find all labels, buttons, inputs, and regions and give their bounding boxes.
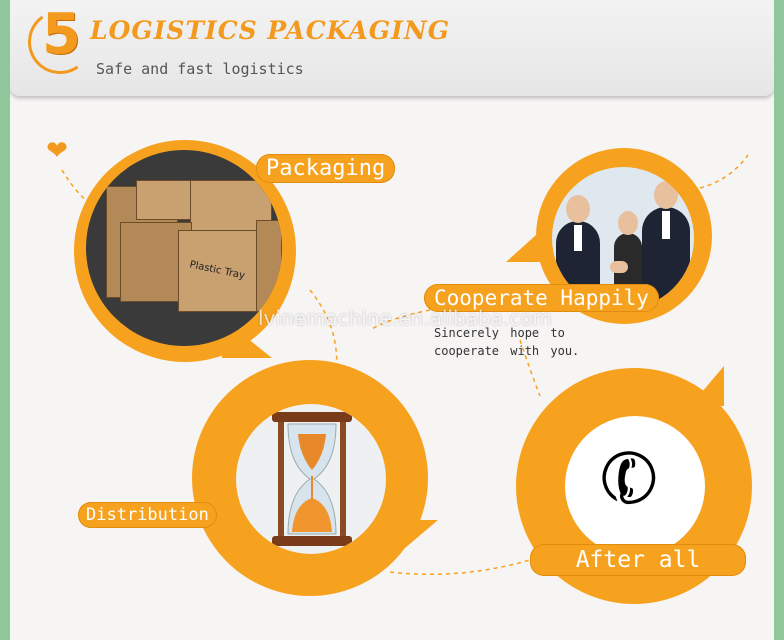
packaging-label: Packaging [256,154,396,183]
box-label: Plastic Tray [188,259,246,282]
section-title: LOGISTICS PACKAGING [90,16,451,45]
distribution-label: Distribution [78,502,217,528]
distribution-ring-tail [398,520,438,554]
section-subtitle: Safe and fast logistics [96,60,304,78]
section-number: 5 [42,2,81,67]
cooperate-label: Cooperate Happily [424,284,659,312]
after-ring-tail [690,366,724,406]
cooperate-ring-tail [506,226,546,262]
phone-disc [565,416,705,556]
after-label: After all [530,544,746,576]
hands-heart-icon: ❤ [46,136,68,166]
hourglass-photo [236,404,386,554]
cooperate-description: Sincerely hope to cooperate with you. [434,326,580,358]
watermark: lvinemachine.en.alibaba.com [258,306,552,330]
packaging-photo: Plastic Tray [86,150,282,346]
infographic-canvas: 5 LOGISTICS PACKAGING Safe and fast logi… [10,0,774,640]
section-header: 5 LOGISTICS PACKAGING Safe and fast logi… [10,0,774,96]
hourglass-icon [272,412,352,546]
